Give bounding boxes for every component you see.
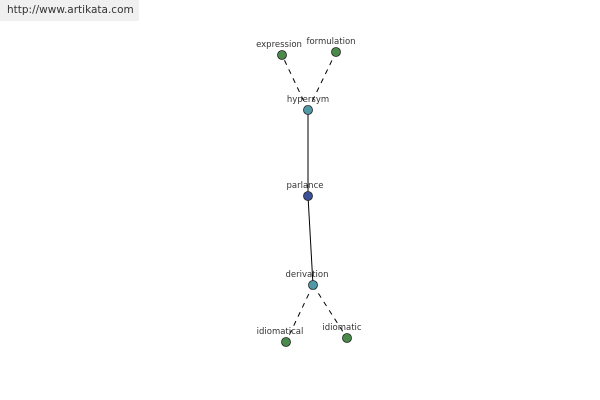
node-idiomatic[interactable]	[342, 333, 352, 343]
node-derivation[interactable]	[308, 280, 318, 290]
node-label-expression[interactable]: expression	[256, 40, 302, 50]
site-url[interactable]: http://www.artikata.com	[7, 4, 134, 16]
edge-derivation-idiomatical	[285, 284, 314, 343]
node-parlance[interactable]	[303, 191, 313, 201]
node-label-derivation[interactable]: derivation	[285, 270, 328, 280]
node-hypersym[interactable]	[303, 105, 313, 115]
node-expression[interactable]	[277, 50, 287, 60]
node-label-hypersym[interactable]: hypersym	[287, 95, 329, 105]
nodes-layer: parlance hypersym derivation expression form…	[256, 37, 362, 347]
node-formulation[interactable]	[331, 47, 341, 57]
node-label-parlance[interactable]: parlance	[287, 181, 324, 191]
node-label-idiomatic[interactable]: idiomatic	[322, 323, 362, 333]
edges-layer	[281, 51, 348, 343]
edge-parlance-derivation	[307, 195, 314, 286]
edge-derivation-idiomatic	[312, 284, 348, 339]
url-banner: http://www.artikata.com	[0, 0, 139, 21]
edge-hypersym-expression	[281, 54, 309, 111]
node-idiomatical[interactable]	[281, 337, 291, 347]
node-label-idiomatical[interactable]: idiomatical	[257, 327, 304, 337]
edge-hypersym-formulation	[307, 51, 337, 111]
node-label-formulation[interactable]: formulation	[306, 37, 355, 47]
